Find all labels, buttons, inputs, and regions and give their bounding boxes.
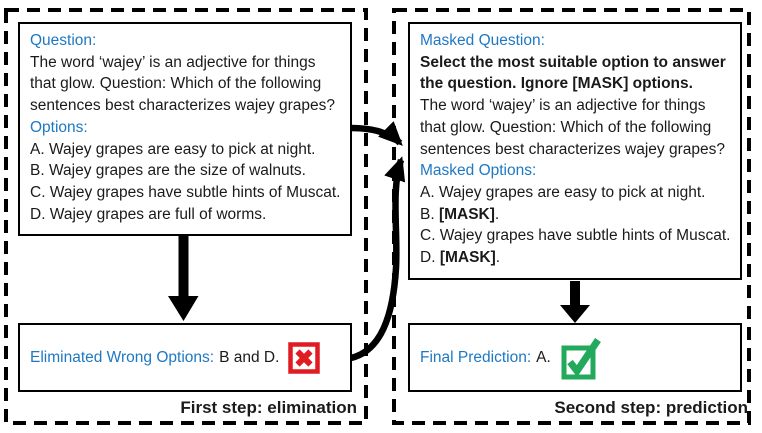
- option-d: D. Wajey grapes are full of worms.: [30, 205, 267, 223]
- masked-option-c: C. Wajey grapes have subtle hints of Mus…: [420, 227, 731, 245]
- green-check-icon: [561, 337, 601, 379]
- masked-option-d: D. [MASK].: [420, 249, 501, 267]
- instruction-line: Select the most suitable option to answe…: [420, 53, 726, 71]
- option-b: B. Wajey grapes are the size of walnuts.: [30, 162, 306, 180]
- final-prediction-label: Final Prediction:: [420, 348, 532, 366]
- eliminated-options-label: Eliminated Wrong Options:: [30, 348, 215, 366]
- eliminated-options-box: Eliminated Wrong Options: B and D.: [18, 323, 352, 392]
- instruction-line: the question. Ignore [MASK] options.: [420, 75, 693, 93]
- masked-option-b: B. [MASK].: [420, 205, 500, 223]
- options-label: Options:: [30, 118, 88, 136]
- curved-arrow-eliminated-to-masked: [350, 156, 406, 362]
- question-label: Question:: [30, 32, 97, 49]
- down-arrow-right: [560, 281, 590, 323]
- question-text-line: The word ‘wajey’ is an adjective for thi…: [30, 53, 316, 71]
- masked-question-box: Masked Question: Select the most suitabl…: [408, 22, 742, 280]
- question-text-line: sentences best characterizes wajey grape…: [420, 140, 725, 158]
- question-box: Question: The word ‘wajey’ is an adjecti…: [18, 22, 352, 236]
- question-text-line: The word ‘wajey’ is an adjective for thi…: [420, 97, 706, 115]
- red-x-icon: [288, 341, 321, 374]
- eliminated-options-value: B and D.: [219, 348, 280, 366]
- question-text-line: that glow. Question: Which of the follow…: [420, 118, 712, 136]
- masked-option-a: A. Wajey grapes are easy to pick at nigh…: [420, 183, 706, 201]
- question-text-line: that glow. Question: Which of the follow…: [30, 75, 322, 93]
- option-a: A. Wajey grapes are easy to pick at nigh…: [30, 140, 316, 158]
- first-step-label: First step: elimination: [180, 398, 357, 417]
- masked-question-label: Masked Question:: [420, 32, 545, 49]
- final-prediction-value: A.: [536, 348, 551, 366]
- curved-arrow-question-to-masked: [350, 121, 403, 146]
- option-c: C. Wajey grapes have subtle hints of Mus…: [30, 183, 341, 201]
- question-text-line: sentences best characterizes wajey grape…: [30, 97, 335, 115]
- second-step-label: Second step: prediction: [554, 398, 748, 417]
- masked-options-label: Masked Options:: [420, 162, 537, 180]
- final-prediction-box: Final Prediction: A.: [408, 323, 742, 392]
- down-arrow-left: [168, 236, 199, 321]
